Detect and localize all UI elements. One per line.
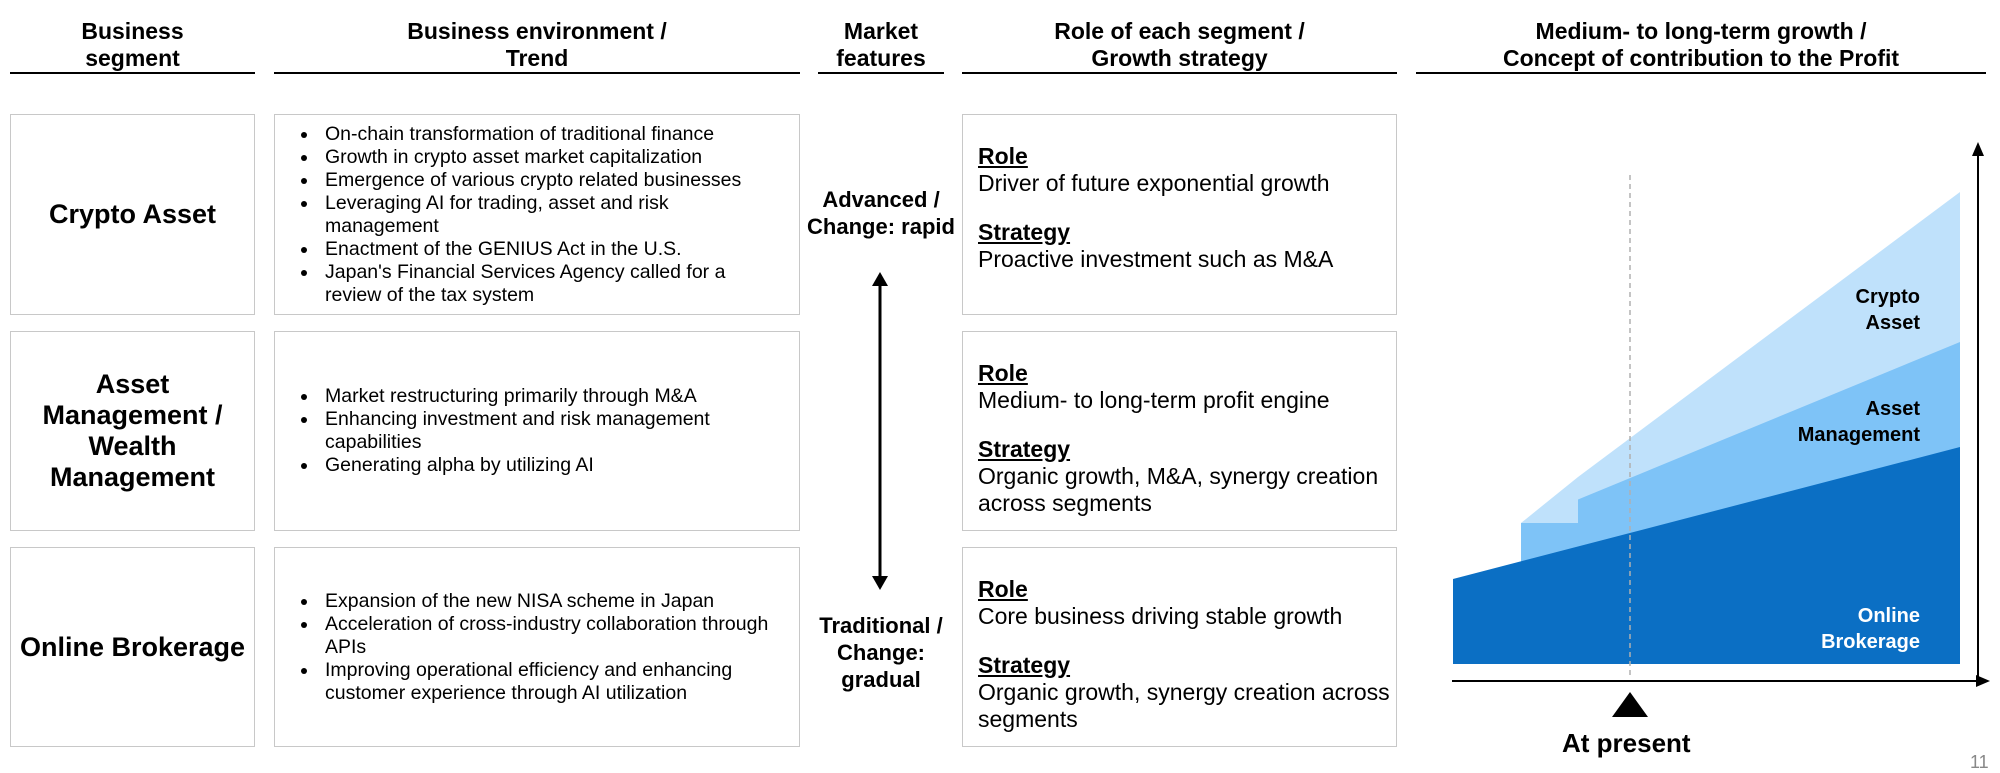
segment-name: Asset Management / Wealth Management	[42, 369, 222, 493]
spacer	[978, 197, 1396, 219]
header-line: Trend	[505, 45, 569, 71]
present-marker-icon	[1612, 692, 1648, 717]
at-present-label: At present	[1562, 728, 1691, 758]
trend-item: Enhancing investment and risk management…	[319, 408, 787, 454]
double-arrow	[872, 272, 888, 590]
x-axis-arrowhead	[1976, 675, 1990, 687]
chart-label-line: Crypto	[1855, 286, 1920, 308]
feature-line: Traditional /	[819, 613, 943, 638]
chart-label-line: Brokerage	[1821, 631, 1920, 653]
header-divider	[962, 72, 1397, 74]
strategy-text: Organic growth, synergy creation across …	[978, 679, 1390, 732]
chart-label-line: Management	[1797, 424, 1920, 446]
strategy-label: Strategy	[978, 219, 1071, 245]
spacer	[978, 414, 1396, 436]
strategy-text: Organic growth, M&A, synergy creation ac…	[978, 463, 1379, 516]
role-text: Core business driving stable growth	[978, 603, 1343, 629]
header-line: Medium- to long-term growth /	[1535, 18, 1867, 44]
role-text: Medium- to long-term profit engine	[978, 387, 1330, 413]
trend-list: Market restructuring primarily through M…	[293, 385, 787, 477]
segment-name-line: Crypto Asset	[48, 199, 217, 229]
header-line: Growth strategy	[1091, 45, 1268, 71]
segment-name: Online Brokerage	[20, 632, 245, 663]
role-box-asset-management: Role Medium- to long-term profit engine …	[962, 331, 1397, 531]
header-line: Business	[81, 18, 184, 44]
role-label: Role	[978, 576, 1028, 602]
trend-list: Expansion of the new NISA scheme in Japa…	[293, 590, 787, 705]
chart-label-asset-management: Asset Management	[1760, 396, 1920, 448]
trend-item: Market restructuring primarily through M…	[319, 385, 787, 408]
y-axis-arrowhead	[1972, 142, 1984, 156]
header-line: Market	[843, 18, 919, 44]
feature-advanced: Advanced / Change: rapid	[800, 186, 962, 240]
trend-box-asset-management: Market restructuring primarily through M…	[274, 331, 800, 531]
header-line: Role of each segment /	[1054, 18, 1305, 44]
chart-label-line: Online	[1857, 605, 1920, 627]
chart-label-crypto-asset: Crypto Asset	[1800, 284, 1920, 336]
role-label: Role	[978, 360, 1028, 386]
header-business-environment: Business environment / Trend	[274, 18, 800, 72]
header-role-strategy: Role of each segment / Growth strategy	[962, 18, 1397, 72]
chart-label-online-brokerage: Online Brokerage	[1780, 603, 1920, 655]
trend-item: Generating alpha by utilizing AI	[319, 454, 787, 477]
segment-name-line: Asset	[95, 369, 170, 399]
header-divider	[10, 72, 255, 74]
role-label: Role	[978, 143, 1028, 169]
role-box-crypto-asset: Role Driver of future exponential growth…	[962, 114, 1397, 315]
page-number: 11	[1970, 752, 1989, 772]
segment-name-line: Management /	[42, 400, 223, 430]
segment-name-line: Online Brokerage	[19, 631, 246, 662]
feature-line: Change:	[837, 640, 925, 665]
crypto-asset-layer-base	[1521, 477, 1578, 523]
chart-label-line: Asset	[1865, 312, 1920, 334]
strategy-label: Strategy	[978, 652, 1071, 678]
trend-item: Japan's Financial Services Agency called…	[319, 261, 787, 307]
chart-label-line: Asset	[1865, 398, 1920, 420]
header-line: Concept of contribution to the Profit	[1502, 45, 1900, 71]
trend-box-crypto-asset: On-chain transformation of traditional f…	[274, 114, 800, 315]
segment-crypto-asset: Crypto Asset	[10, 114, 255, 315]
growth-chart-layers	[1452, 142, 1990, 717]
strategy-label: Strategy	[978, 436, 1071, 462]
role-text: Driver of future exponential growth	[978, 170, 1330, 196]
trend-item: Growth in crypto asset market capitaliza…	[319, 146, 787, 169]
trend-box-online-brokerage: Expansion of the new NISA scheme in Japa…	[274, 547, 800, 747]
trend-item: Enactment of the GENIUS Act in the U.S.	[319, 238, 787, 261]
online-brokerage-layer	[1453, 447, 1960, 664]
segment-asset-wealth-management: Asset Management / Wealth Management	[10, 331, 255, 531]
segment-name-line: Wealth	[88, 431, 177, 461]
header-market-features: Market features	[818, 18, 944, 72]
header-divider	[818, 72, 944, 74]
header-line: segment	[85, 45, 180, 71]
strategy-text: Proactive investment such as M&A	[978, 246, 1334, 272]
feature-line: Advanced /	[822, 187, 940, 212]
segment-name: Crypto Asset	[49, 199, 216, 230]
header-line: Business environment /	[407, 18, 667, 44]
trend-item: On-chain transformation of traditional f…	[319, 123, 787, 146]
trend-item: Expansion of the new NISA scheme in Japa…	[319, 590, 787, 613]
header-divider	[274, 72, 800, 74]
feature-line: gradual	[841, 667, 921, 692]
trend-item: Leveraging AI for trading, asset and ris…	[319, 192, 787, 238]
feature-traditional: Traditional / Change: gradual	[800, 612, 962, 693]
header-line: features	[836, 45, 926, 71]
header-divider	[1416, 72, 1986, 74]
trend-item: Emergence of various crypto related busi…	[319, 169, 787, 192]
trend-item: Acceleration of cross-industry collabora…	[319, 613, 787, 659]
segment-name-line: Management	[49, 462, 216, 492]
segment-online-brokerage: Online Brokerage	[10, 547, 255, 747]
role-box-online-brokerage: Role Core business driving stable growth…	[962, 547, 1397, 747]
spacer	[978, 630, 1396, 652]
trend-item: Improving operational efficiency and enh…	[319, 659, 787, 705]
header-business-segment: Business segment	[10, 18, 255, 72]
feature-line: Change: rapid	[807, 214, 955, 239]
header-growth-concept: Medium- to long-term growth / Concept of…	[1416, 18, 1986, 72]
trend-list: On-chain transformation of traditional f…	[293, 123, 787, 307]
